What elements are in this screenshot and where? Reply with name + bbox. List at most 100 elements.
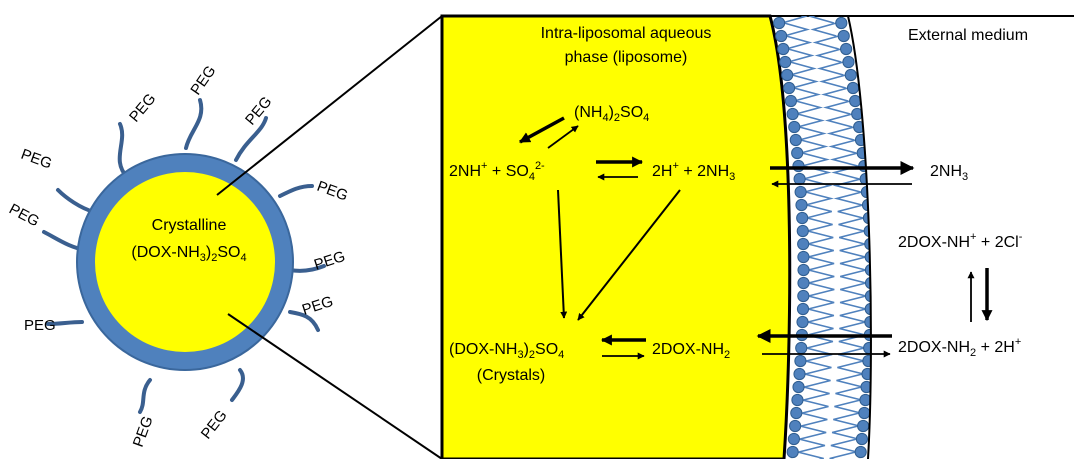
lipid-head [794, 354, 807, 368]
peg-tether [46, 320, 84, 326]
lipid-head [840, 42, 853, 56]
peg-label: PEG [315, 178, 351, 205]
lipid-head [860, 380, 871, 394]
lipid-tail [790, 61, 817, 76]
lipid-tail [781, 16, 808, 24]
lipid-head [794, 185, 807, 199]
peg-tether [288, 310, 320, 332]
lipid-tail [839, 256, 866, 271]
lipid-head [844, 68, 857, 82]
lipid-head [790, 406, 803, 420]
peg-tether [184, 98, 204, 150]
arrow-from-ammonium-sulfate [519, 116, 565, 144]
lipid-tail [816, 61, 844, 76]
lipid-head [796, 224, 809, 238]
lipid-head [797, 289, 810, 303]
lipid-head [775, 29, 788, 43]
lipid-head [779, 55, 792, 69]
dox-base-and-proton-external: 2DOX-NH2 + 2H+ [898, 336, 1021, 359]
dox-hydrochloride-external: 2DOX-NH+ + 2Cl- [898, 231, 1023, 251]
lipid-tail [833, 412, 860, 427]
zoom-line-bottom [227, 313, 443, 459]
lipid-head [787, 432, 801, 446]
lipid-head [789, 419, 802, 433]
lipid-tail [807, 217, 833, 232]
lipid-tail [804, 178, 833, 193]
lipid-tail [807, 321, 834, 336]
ammonia-external: 2NH3 [930, 163, 968, 183]
lipid-tail [839, 308, 866, 323]
lipid-tail [824, 113, 853, 128]
reaction-arrows [519, 116, 993, 360]
lipid-tail [793, 87, 822, 102]
lipid-tail [840, 282, 867, 297]
peg-label: PEG [300, 293, 335, 319]
lipid-head [864, 276, 871, 290]
lipid-head [862, 354, 871, 368]
lipid-head [797, 276, 810, 290]
lipid-tail [807, 243, 834, 258]
lipid-head [791, 146, 804, 160]
lipid-tail [808, 256, 835, 271]
lipid-head [786, 107, 799, 121]
lipid-head [858, 159, 871, 173]
lipid-tail [826, 126, 855, 141]
lipid-tail [801, 412, 828, 427]
lipid-head [797, 250, 810, 264]
liposome-core [95, 172, 275, 352]
core-label-line1: Crystalline [152, 217, 227, 234]
lipid-tail [818, 74, 847, 89]
lipid-tail [837, 204, 864, 219]
peg-label: PEG [187, 63, 219, 99]
inner-phase-title-line1: Intra-liposomal aqueous [541, 25, 712, 42]
peg-label: PEG [242, 93, 275, 128]
lipid-head [858, 406, 871, 420]
core-label-line2: (DOX-NH3)2SO4 [131, 244, 246, 264]
arrow-to-ammonium-sulfate [547, 125, 579, 149]
lipid-tail [839, 321, 866, 336]
lipid-head [854, 445, 867, 459]
crystals-label: (Crystals) [477, 367, 545, 384]
peg-label: PEG [126, 90, 159, 125]
lipid-tail [833, 191, 863, 206]
lipid-tail [810, 22, 837, 37]
lipid-tail [805, 191, 834, 206]
lipid-tail [807, 308, 835, 323]
zoom-line-top [216, 15, 443, 196]
lipid-tail [832, 178, 861, 193]
lipid-head [770, 16, 784, 17]
peg-tether [230, 368, 245, 402]
lipid-tail [800, 139, 829, 154]
lipid-head [797, 263, 810, 277]
lipid-head [796, 315, 809, 329]
lipid-head [846, 81, 860, 95]
protons-and-ammonia: 2H+ + 2NH3 [652, 160, 735, 183]
lipid-head [832, 16, 845, 17]
lipid-head [849, 94, 862, 108]
lipid-tail [808, 295, 835, 310]
lipid-head [789, 133, 802, 147]
peg-label: PEG [6, 201, 42, 231]
lipid-head [842, 55, 855, 69]
dox-sulfate-crystal: (DOX-NH3)2SO4 [449, 341, 564, 361]
peg-label: PEG [198, 407, 231, 442]
lipid-head [791, 393, 804, 407]
peg-label: PEG [24, 317, 56, 334]
lipid-tail [785, 35, 813, 50]
lipid-tail [814, 48, 842, 63]
lipid-tail [840, 269, 867, 284]
lipid-tail [837, 360, 864, 375]
lipid-tail [808, 282, 835, 297]
lipid-tail [799, 425, 827, 440]
lipid-tail [802, 399, 829, 414]
peg-tether [278, 184, 314, 198]
lipid-head [797, 237, 810, 251]
lipid-tail [803, 386, 830, 401]
lipid-head [856, 146, 869, 160]
peg-label: PEG [130, 414, 157, 450]
lipid-head [788, 120, 801, 134]
lipid-tail [795, 100, 824, 115]
intra-liposomal-phase [440, 14, 792, 459]
lipid-tail [805, 360, 832, 375]
lipid-tail [808, 269, 835, 284]
